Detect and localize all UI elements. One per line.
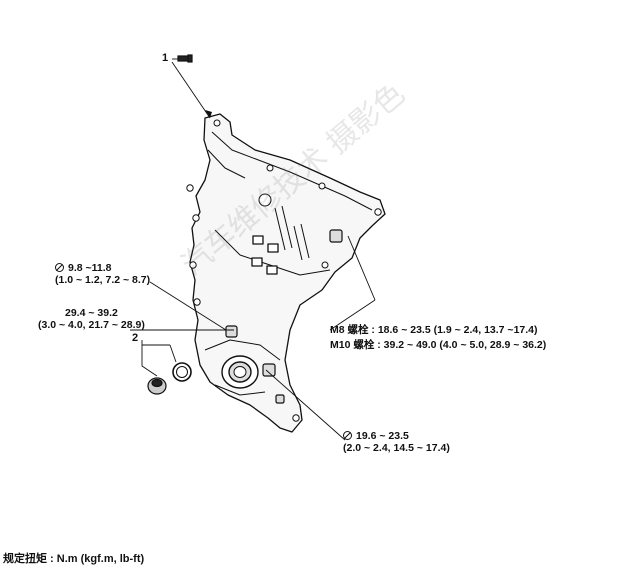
torque-m10: M10 螺栓 : 39.2 ~ 49.0 (4.0 ~ 5.0, 28.9 ~ … bbox=[330, 339, 547, 351]
torque-bolt-b: 29.4 ~ 39.2 (3.0 ~ 4.0, 21.7 ~ 28.9) bbox=[38, 307, 145, 331]
cover-bolts bbox=[225, 229, 343, 404]
torque-symbol-icon bbox=[343, 431, 352, 440]
callout-part1: 1 bbox=[162, 52, 169, 64]
o-ring bbox=[172, 362, 192, 382]
torque-bolt-c: 19.6 ~ 23.5 (2.0 ~ 2.4, 14.5 ~ 17.4) bbox=[343, 430, 450, 454]
torque-bolt-a: 9.8 ~11.8 (1.0 ~ 1.2, 7.2 ~ 8.7) bbox=[55, 262, 151, 286]
torque-m8: M8 螺栓 : 18.6 ~ 23.5 (1.9 ~ 2.4, 13.7 ~17… bbox=[330, 324, 538, 336]
leader-lines bbox=[130, 58, 376, 441]
timing-cover bbox=[189, 113, 386, 433]
crank-seal bbox=[221, 355, 259, 389]
torque-unit-note: 规定扭矩 : N.m (kgf.m, lb-ft) bbox=[3, 553, 145, 565]
bolt-part1 bbox=[177, 54, 193, 63]
flange-holes bbox=[186, 119, 382, 422]
plug-part2 bbox=[147, 377, 167, 395]
callout-part2: 2 bbox=[132, 332, 139, 344]
torque-symbol-icon bbox=[55, 263, 64, 272]
